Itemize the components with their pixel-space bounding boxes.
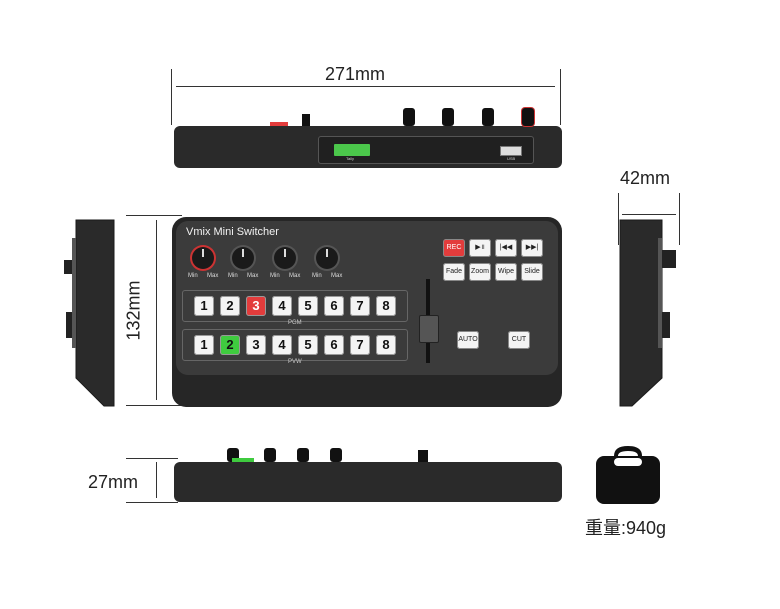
dim-left-tick — [171, 69, 172, 125]
knob-1-max-label: Max — [207, 273, 219, 279]
height-bottom-tick — [126, 405, 182, 406]
depth-dimension-label: 42mm — [620, 168, 671, 188]
knob-icon — [264, 448, 276, 462]
fader-handle[interactable] — [419, 315, 439, 343]
pvw-key-4[interactable]: 4 — [272, 335, 292, 355]
dim-right-tick — [560, 69, 561, 125]
right-side-view — [618, 218, 682, 408]
pgm-key-2[interactable]: 2 — [220, 296, 240, 316]
knob-icon — [330, 448, 342, 462]
pvw-label: PVW — [288, 359, 302, 365]
slide-button[interactable]: Slide — [521, 263, 543, 281]
usb-label: USB — [507, 156, 516, 161]
usb-port-icon — [500, 146, 522, 156]
pvw-row: 1 2 3 4 5 6 7 8 — [182, 329, 408, 361]
front-view — [174, 446, 562, 504]
knob-icon — [442, 108, 454, 126]
knob-4-max-label: Max — [331, 273, 343, 279]
thickness-bottom-tick — [126, 502, 178, 503]
cut-button[interactable]: CUT — [508, 331, 530, 349]
back-view: Tally USB — [174, 108, 562, 168]
pgm-key-7[interactable]: 7 — [350, 296, 370, 316]
tally-label: Tally — [346, 156, 355, 161]
weight-bag-shape — [596, 446, 660, 504]
depth-left-tick — [618, 193, 619, 245]
knob-4[interactable] — [316, 247, 338, 269]
pgm-key-1[interactable]: 1 — [194, 296, 214, 316]
tally-connector-icon — [334, 144, 370, 156]
green-key-edge — [232, 458, 254, 462]
pvw-key-3[interactable]: 3 — [246, 335, 266, 355]
zoom-button[interactable]: Zoom — [469, 263, 491, 281]
thickness-dimension-line — [156, 462, 157, 498]
pgm-label: PGM — [288, 320, 302, 326]
front-view-body — [174, 462, 562, 502]
height-dimension-label: 132mm — [123, 280, 144, 341]
depth-dimension-line — [622, 214, 676, 215]
pgm-key-8[interactable]: 8 — [376, 296, 396, 316]
knob-1-min-label: Min — [188, 273, 198, 279]
weight-label: 重量:940g — [585, 518, 667, 538]
play-pause-button[interactable]: ▶॥ — [469, 239, 491, 257]
thickness-dimension-label: 27mm — [88, 472, 139, 492]
knob-icon — [482, 108, 494, 126]
right-side-shape — [619, 219, 676, 407]
knob-2[interactable] — [232, 247, 254, 269]
fade-button[interactable]: Fade — [443, 263, 465, 281]
knob-1[interactable] — [192, 247, 214, 269]
left-side-shape — [64, 219, 115, 407]
pvw-key-5[interactable]: 5 — [298, 335, 318, 355]
knob-icon — [297, 448, 309, 462]
pgm-row: 1 2 3 4 5 6 7 8 — [182, 290, 408, 322]
previous-button[interactable]: |◀◀ — [495, 239, 517, 257]
knob-2-min-label: Min — [228, 273, 238, 279]
knob-3-max-label: Max — [289, 273, 301, 279]
fader-top-icon — [418, 450, 428, 462]
pvw-key-6[interactable]: 6 — [324, 335, 344, 355]
weight-bag-icon — [592, 442, 664, 506]
pgm-key-5[interactable]: 5 — [298, 296, 318, 316]
red-key-edge — [270, 122, 288, 126]
knob-icon — [403, 108, 415, 126]
width-dimension-line — [176, 86, 555, 87]
width-dimension-label: 271mm — [325, 64, 386, 84]
pvw-key-7[interactable]: 7 — [350, 335, 370, 355]
pgm-key-3[interactable]: 3 — [246, 296, 266, 316]
device-title: Vmix Mini Switcher — [186, 226, 279, 238]
auto-button[interactable]: AUTO — [457, 331, 479, 349]
pgm-key-4[interactable]: 4 — [272, 296, 292, 316]
height-dimension-line — [156, 220, 157, 400]
knob-3[interactable] — [274, 247, 296, 269]
rec-button[interactable]: REC — [443, 239, 465, 257]
wipe-button[interactable]: Wipe — [495, 263, 517, 281]
left-side-view — [64, 218, 118, 408]
knob-3-min-label: Min — [270, 273, 280, 279]
height-top-tick — [126, 215, 182, 216]
knob-2-max-label: Max — [247, 273, 259, 279]
pvw-key-8[interactable]: 8 — [376, 335, 396, 355]
knob-4-min-label: Min — [312, 273, 322, 279]
thickness-top-tick — [126, 458, 178, 459]
fader-top-icon — [302, 114, 310, 126]
pgm-key-6[interactable]: 6 — [324, 296, 344, 316]
knob-icon — [522, 108, 534, 126]
pvw-key-1[interactable]: 1 — [194, 335, 214, 355]
pvw-key-2[interactable]: 2 — [220, 335, 240, 355]
next-button[interactable]: ▶▶| — [521, 239, 543, 257]
switcher-device: Vmix Mini Switcher Min Max Min Max Min M… — [172, 217, 562, 407]
depth-right-tick — [679, 193, 680, 245]
